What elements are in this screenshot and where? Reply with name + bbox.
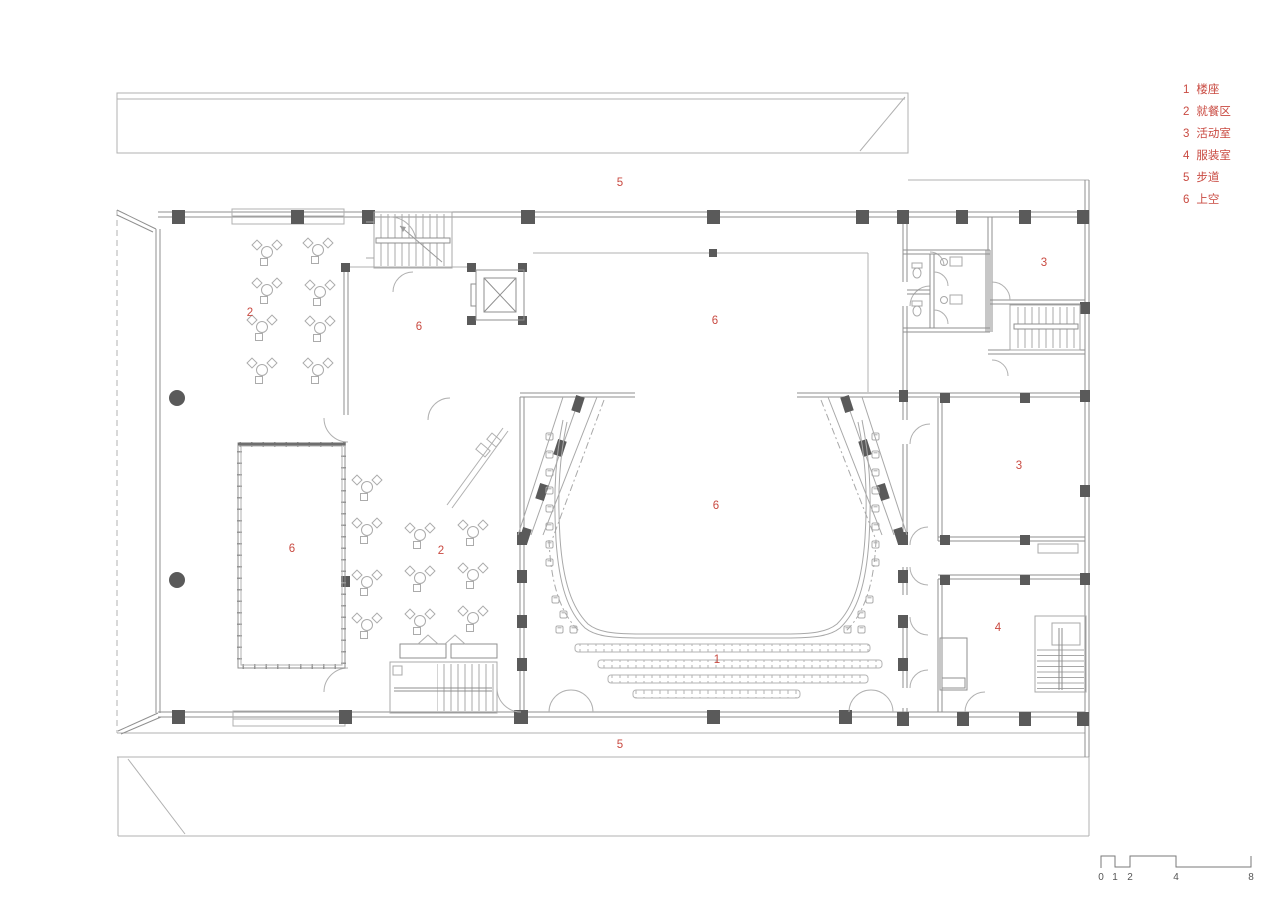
balcony-side-seats xyxy=(545,432,880,634)
toilets xyxy=(903,249,991,332)
plan-label: 5 xyxy=(617,177,623,189)
plan-label: 6 xyxy=(712,315,718,327)
legend-num: 2 xyxy=(1183,106,1190,118)
toilet-fixtures xyxy=(911,256,963,317)
legend-num: 5 xyxy=(1183,172,1190,184)
balcony-seat-rows xyxy=(574,643,883,699)
legend-item: 6 上空 xyxy=(1183,189,1231,211)
main-walls xyxy=(116,180,1090,757)
scale-tick: 2 xyxy=(1127,872,1133,883)
left-ramp xyxy=(517,396,605,541)
legend-label: 就餐区 xyxy=(1196,106,1231,118)
legend-item: 3 活动室 xyxy=(1183,123,1231,145)
plan-label: 6 xyxy=(713,500,719,512)
legend-num: 1 xyxy=(1183,84,1190,96)
dining-area-tables-lower xyxy=(351,474,489,639)
stair-bottom-right xyxy=(1034,615,1087,693)
balcony-void-edge xyxy=(548,419,877,639)
scale-bar-line xyxy=(1100,855,1252,868)
outer-boundary xyxy=(116,92,1090,837)
legend-label: 上空 xyxy=(1196,194,1220,206)
legend-item: 5 步道 xyxy=(1183,167,1231,189)
scale-tick: 1 xyxy=(1112,872,1118,883)
legend-label: 步道 xyxy=(1196,172,1220,184)
plan-label: 3 xyxy=(1016,460,1022,472)
legend-num: 3 xyxy=(1183,128,1190,140)
right-ramp xyxy=(820,396,908,541)
scale-tick: 4 xyxy=(1173,872,1179,883)
plan-label: 3 xyxy=(1041,257,1047,269)
stair-top-right xyxy=(1009,304,1081,351)
scale-tick: 8 xyxy=(1248,872,1254,883)
plan-label: 2 xyxy=(438,545,444,557)
door-arcs xyxy=(323,216,1011,713)
serving-counters xyxy=(399,634,498,659)
plan-label: 6 xyxy=(289,543,295,555)
legend-item: 1 楼座 xyxy=(1183,79,1231,101)
legend-label: 活动室 xyxy=(1196,128,1231,140)
plan-labels-group: 5 2 6 6 3 3 6 2 6 4 1 5 xyxy=(247,177,1047,751)
plan-label: 4 xyxy=(995,622,1002,634)
plan-label: 6 xyxy=(416,321,422,333)
scale-tick: 0 xyxy=(1098,872,1104,883)
legend: 1 楼座 2 就餐区 3 活动室 4 服装室 5 步道 6 上空 xyxy=(1183,79,1231,211)
stair-bottom-center xyxy=(389,661,498,714)
plan-label: 5 xyxy=(617,739,623,751)
legend-num: 6 xyxy=(1183,194,1190,206)
legend-label: 楼座 xyxy=(1196,84,1220,96)
dining-area-tables-upper xyxy=(246,237,336,384)
plan-label: 2 xyxy=(247,307,253,319)
lobby-bench xyxy=(446,427,509,509)
plan-label: 1 xyxy=(714,654,720,666)
costume-room-closet xyxy=(939,543,1079,691)
legend-label: 服装室 xyxy=(1196,150,1231,162)
legend-item: 2 就餐区 xyxy=(1183,101,1231,123)
auditorium xyxy=(517,395,908,699)
stair-top-left xyxy=(366,211,453,269)
legend-num: 4 xyxy=(1183,150,1190,162)
legend-item: 4 服装室 xyxy=(1183,145,1231,167)
scale-bar: 0 1 2 4 8 xyxy=(1098,855,1254,883)
stage-void xyxy=(237,442,346,669)
elevator xyxy=(470,269,525,321)
door-openings xyxy=(900,282,910,708)
